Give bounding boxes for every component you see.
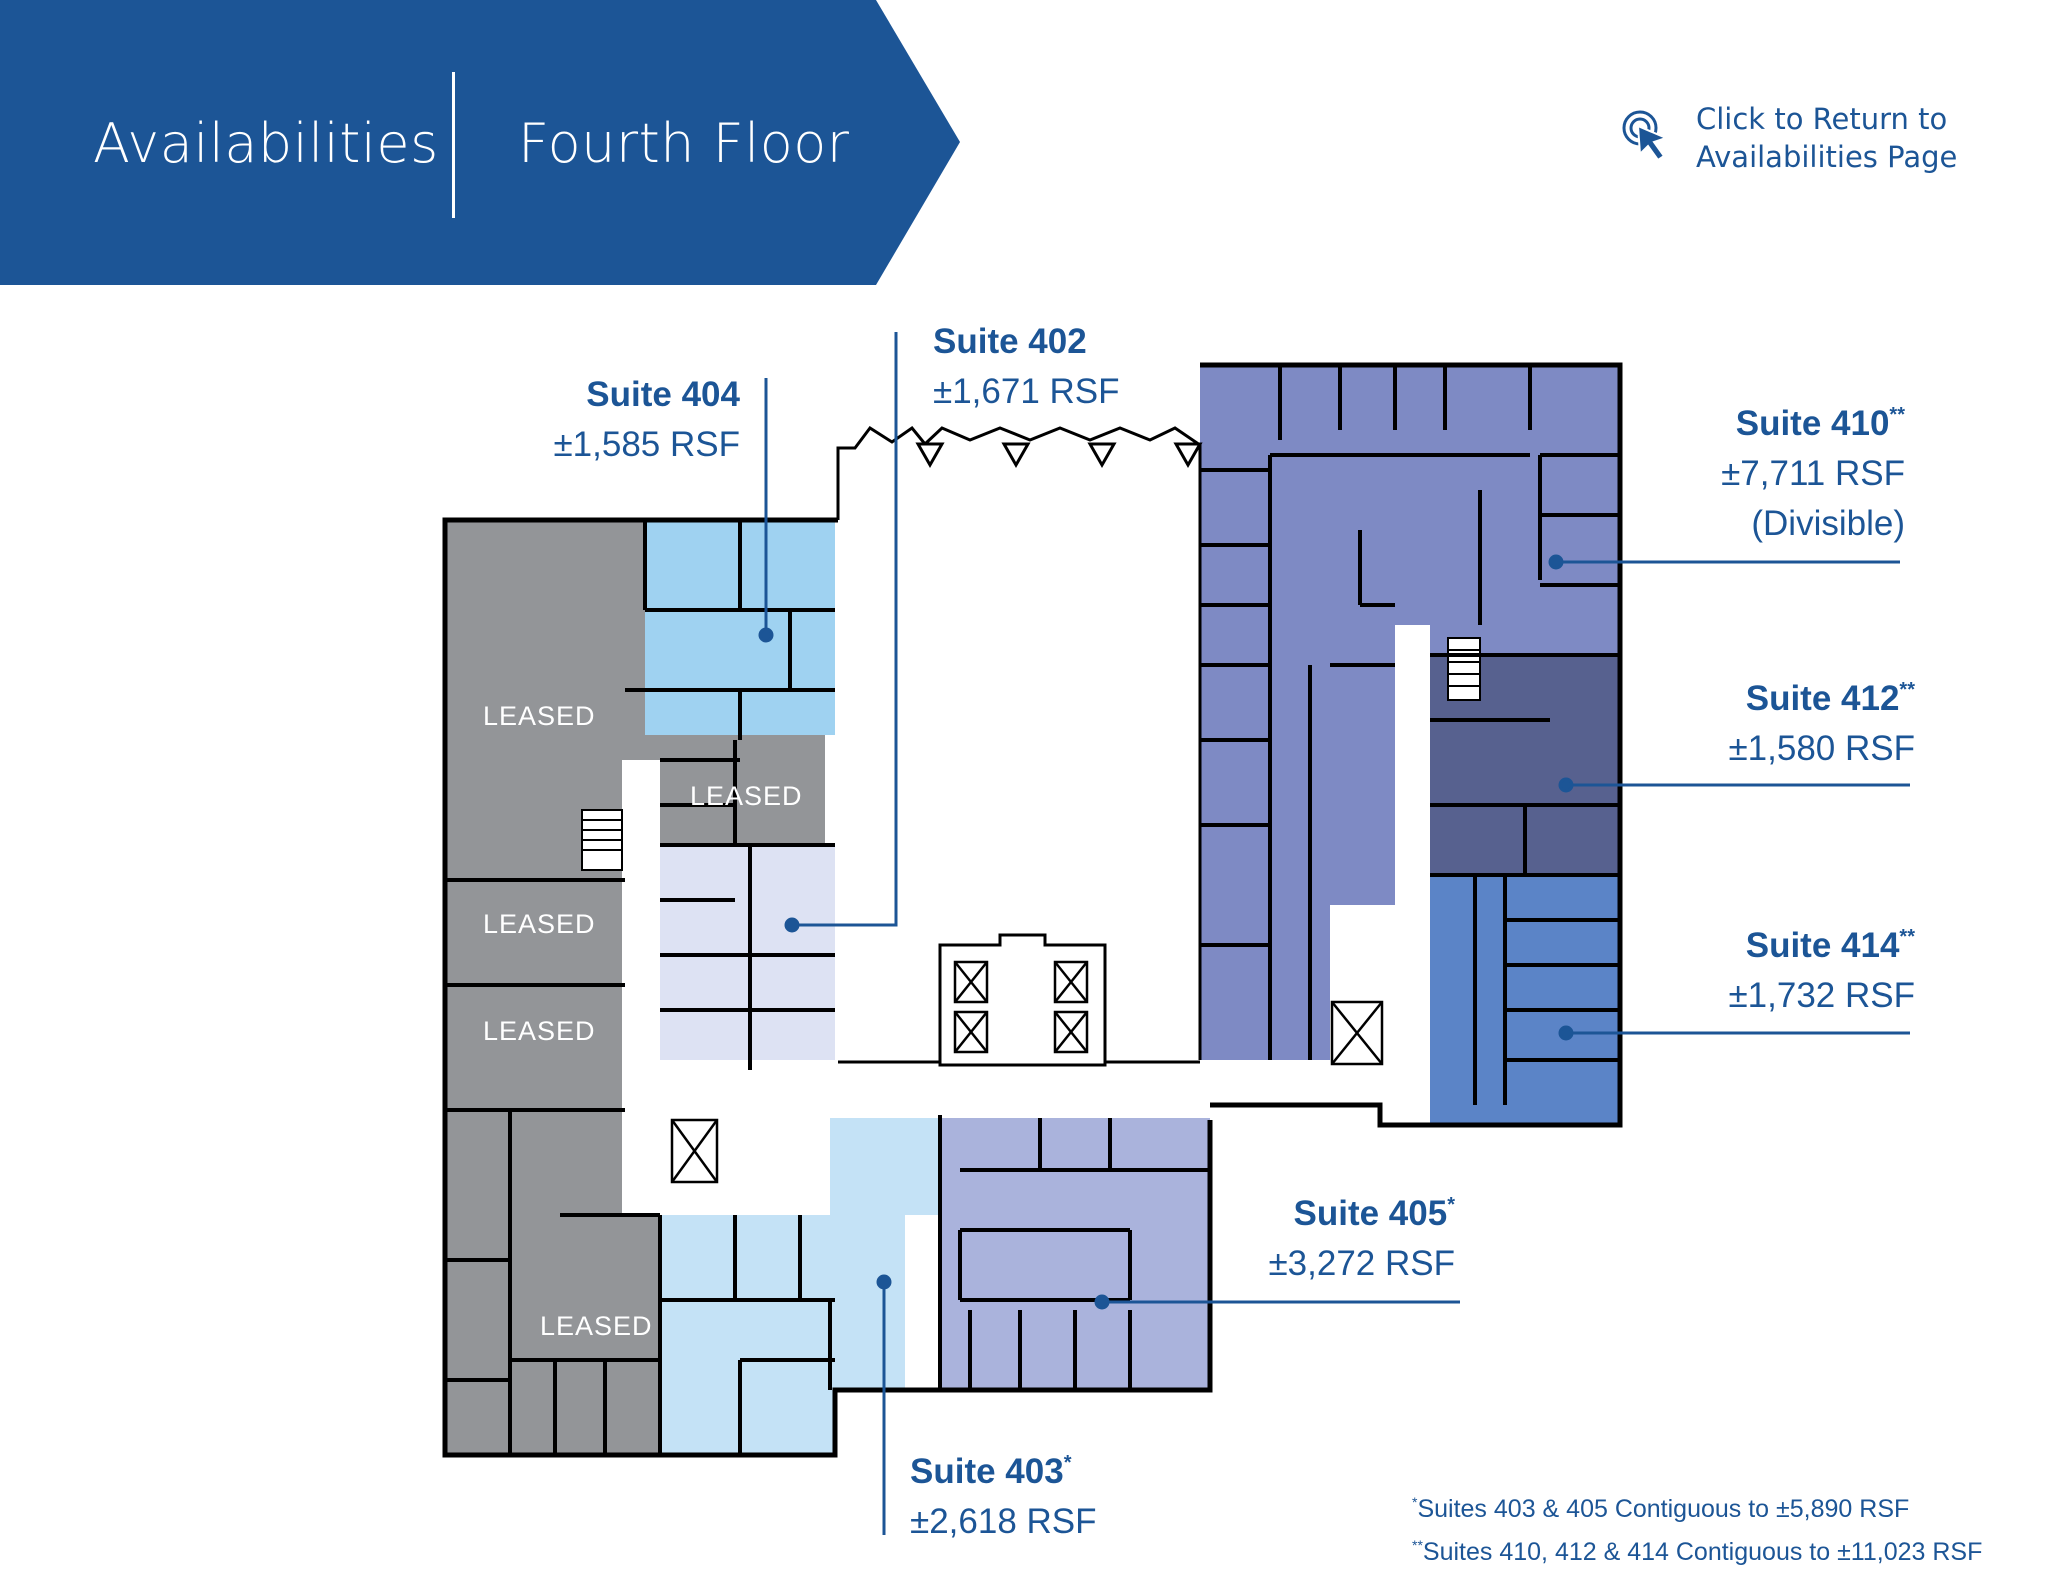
suite-404-name: Suite 404 <box>586 375 740 414</box>
section-title: Availabilities <box>93 112 439 175</box>
suite-403-mark: * <box>1063 1452 1072 1474</box>
building-core <box>622 625 1430 1215</box>
footnote-1-mark: * <box>1412 1494 1418 1510</box>
suite-412-rsf: ±1,580 RSF <box>1728 729 1915 768</box>
south-corridor <box>622 1060 1242 1118</box>
suite-405-label[interactable]: Suite 405* ±3,272 RSF <box>1200 1180 1455 1289</box>
footnote-2-mark: ** <box>1412 1537 1423 1553</box>
leased-label-5: LEASED <box>540 1311 653 1341</box>
suite-402-rsf: ±1,671 RSF <box>933 372 1120 411</box>
suite-410-label[interactable]: Suite 410** ±7,711 RSF (Divisible) <box>1640 390 1905 549</box>
footnote-2-text: Suites 410, 412 & 414 Contiguous to ±11,… <box>1422 1538 1983 1566</box>
footnote-1-text: Suites 403 & 405 Contiguous to ±5,890 RS… <box>1417 1495 1910 1523</box>
floor-title: Fourth Floor <box>518 112 850 175</box>
suite-leader-lines <box>758 332 1910 1535</box>
header-banner <box>0 0 960 285</box>
leased-block-west-2 <box>445 880 625 985</box>
footnote-2: **Suites 410, 412 & 414 Contiguous to ±1… <box>1412 1527 1982 1570</box>
contiguity-footnotes: *Suites 403 & 405 Contiguous to ±5,890 R… <box>1412 1484 1982 1570</box>
return-link-line-2: Availabilities Page <box>1696 140 1958 174</box>
suite-412-mark: ** <box>1899 679 1915 701</box>
suite-404-rsf: ±1,585 RSF <box>553 425 740 464</box>
suite-403-name: Suite 403 <box>910 1452 1064 1491</box>
leased-block-west-3 <box>445 985 625 1110</box>
leased-label-2: LEASED <box>690 781 803 811</box>
suite-405-name: Suite 405 <box>1293 1194 1448 1233</box>
east-south-corridor <box>1200 1060 1430 1105</box>
leader-dot-404 <box>758 627 774 643</box>
leased-label-1: LEASED <box>483 701 596 731</box>
suite-414-rsf: ±1,732 RSF <box>1728 976 1915 1015</box>
header-divider <box>452 72 455 218</box>
return-to-availabilities-link[interactable]: Click to Return to Availabilities Page <box>1620 100 1960 182</box>
suite-410-mark: ** <box>1889 404 1905 426</box>
suite-410-divisible: (Divisible) <box>1751 504 1905 543</box>
suite-410-name: Suite 410 <box>1735 404 1890 443</box>
footnote-1: *Suites 403 & 405 Contiguous to ±5,890 R… <box>1412 1484 1982 1527</box>
suite-405-rsf: ±3,272 RSF <box>1268 1244 1455 1283</box>
cursor-click-icon <box>1622 110 1669 162</box>
leader-dot-403 <box>876 1274 892 1290</box>
suite-403-rsf: ±2,618 RSF <box>910 1502 1097 1541</box>
leased-label-4: LEASED <box>483 1016 596 1046</box>
suite-412-name: Suite 412 <box>1745 679 1900 718</box>
suite-402-name: Suite 402 <box>933 322 1087 361</box>
exterior-walls <box>442 362 1623 1458</box>
suite-414-area[interactable] <box>1430 875 1620 1125</box>
suite-414-name: Suite 414 <box>1745 926 1900 965</box>
leased-block-stair-side <box>445 770 540 880</box>
suite-405-mark: * <box>1447 1194 1455 1216</box>
suite-410-rsf: ±7,711 RSF <box>1721 454 1905 493</box>
suite-402-label[interactable]: Suite 402 ±1,671 RSF <box>933 317 1120 417</box>
return-link-text: Click to Return to Availabilities Page <box>1696 100 1957 176</box>
leader-dot-402 <box>784 917 800 933</box>
leader-dot-410 <box>1548 554 1564 570</box>
leader-dot-405 <box>1094 1294 1110 1310</box>
suite-402-area[interactable] <box>660 845 835 1070</box>
leader-dot-414 <box>1558 1025 1574 1041</box>
leader-line-402 <box>792 332 898 927</box>
suite-414-mark: ** <box>1899 926 1915 948</box>
suite-403-label[interactable]: Suite 403* ±2,618 RSF <box>910 1438 1097 1547</box>
suite-404-label[interactable]: Suite 404 ±1,585 RSF <box>540 370 740 470</box>
leased-label-3: LEASED <box>483 909 596 939</box>
return-link-line-1: Click to Return to <box>1696 102 1948 136</box>
suite-414-label[interactable]: Suite 414** ±1,732 RSF <box>1660 912 1915 1021</box>
leader-dot-412 <box>1558 777 1574 793</box>
atrium-outline <box>836 425 1203 1064</box>
interior-walls <box>445 363 1620 1455</box>
suite-412-label[interactable]: Suite 412** ±1,580 RSF <box>1660 665 1915 774</box>
elevator-core <box>581 637 1481 1184</box>
